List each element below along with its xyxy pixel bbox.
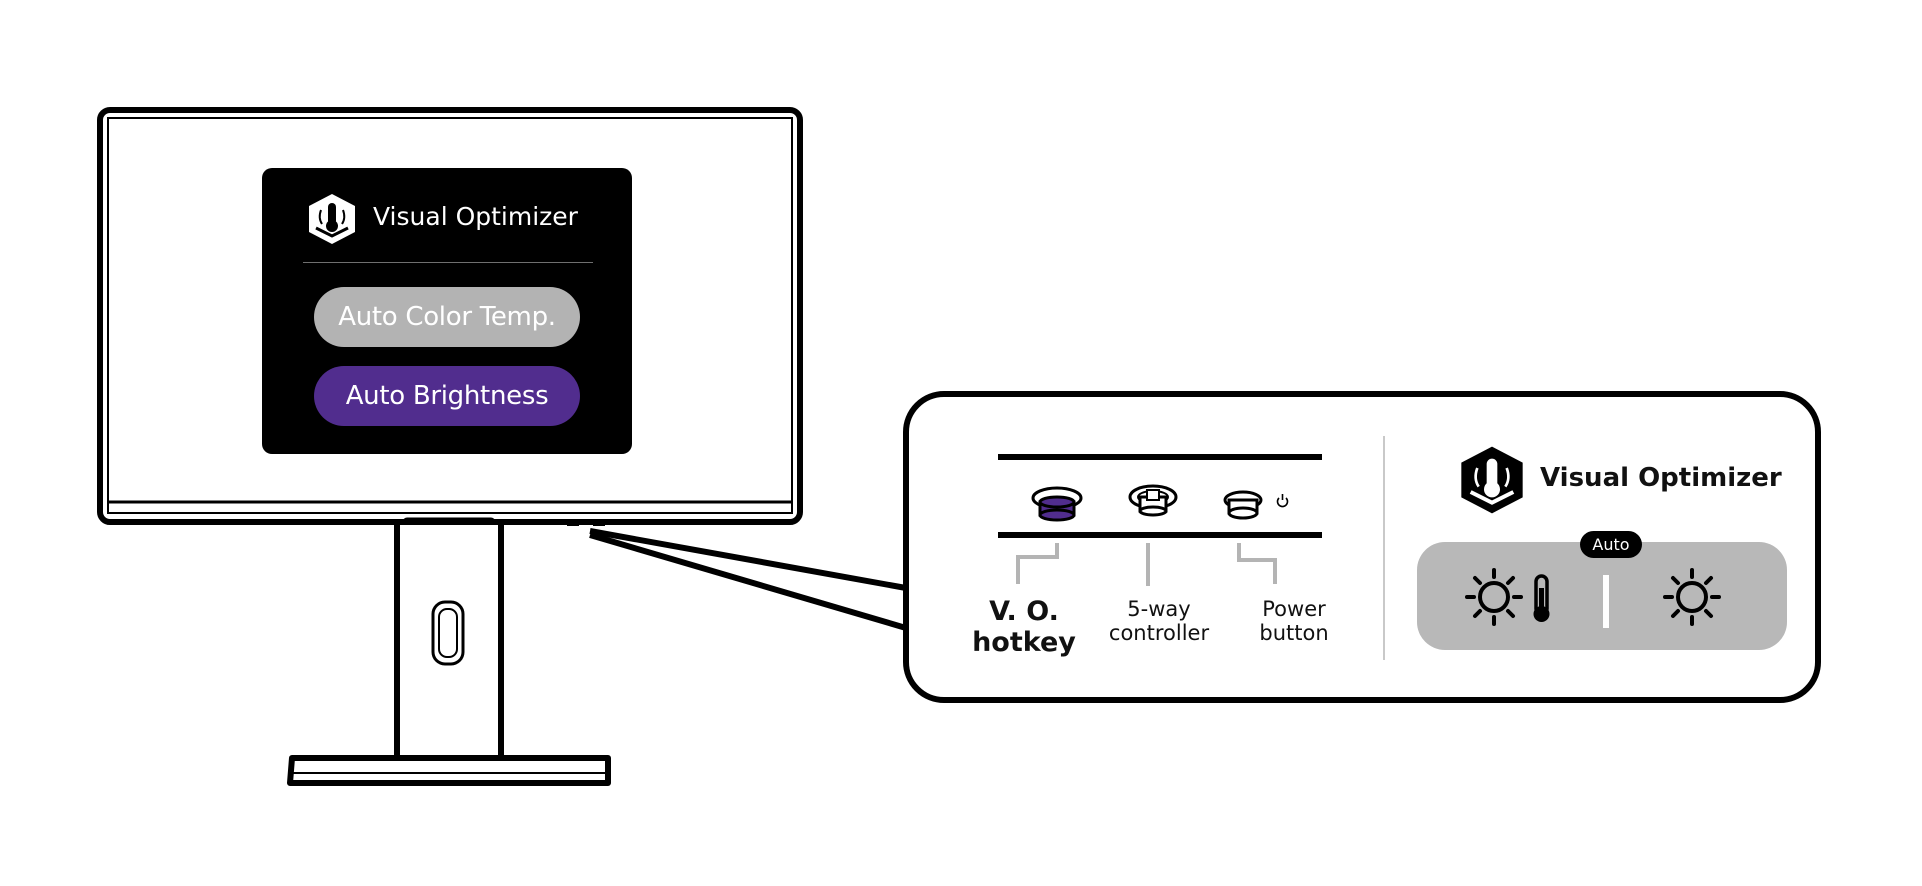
auto-mode-panel [1417, 542, 1787, 650]
visual-optimizer-logo-icon [309, 194, 355, 244]
vo-leader-line [1016, 543, 1059, 584]
auto-badge: Auto [1580, 531, 1642, 558]
controller-label-line1: 5-way [1127, 597, 1191, 621]
vo-hotkey-label-line2: hotkey [972, 627, 1076, 659]
stand-base [287, 755, 611, 786]
power-label-line2: button [1259, 621, 1329, 646]
callout-pointer-top [589, 528, 907, 591]
bezel-button-2 [593, 520, 605, 526]
vo-hotkey-label: V. O. hotkey [972, 596, 1076, 658]
five-way-controller-label: 5-way controller [1104, 597, 1214, 645]
five-way-controller-icon [1128, 484, 1178, 517]
auto-brightness-button[interactable]: Auto Brightness [314, 366, 580, 426]
sun-icon [1663, 568, 1721, 626]
monitor-screen-edge [107, 117, 793, 514]
sun-icon [1465, 568, 1523, 626]
power-button-label: Power button [1252, 597, 1336, 645]
controller-label-line2: controller [1108, 621, 1210, 646]
osd-divider [303, 262, 593, 263]
cable-hole [431, 600, 465, 666]
power-label-line1: Power [1262, 597, 1326, 621]
power-leader-line [1237, 543, 1277, 584]
osd-title: Visual Optimizer [373, 202, 578, 231]
osd-menu: Visual Optimizer Auto Color Temp. Auto B… [262, 168, 632, 454]
bezel-button-1 [567, 520, 579, 526]
auto-color-temp-button[interactable]: Auto Color Temp. [314, 287, 580, 347]
vo-hotkey-icon [1031, 486, 1083, 522]
vo-hotkey-label-line1: V. O. [989, 596, 1059, 627]
visual-optimizer-title: Visual Optimizer [1540, 463, 1782, 493]
visual-optimizer-logo-icon [1461, 446, 1523, 514]
callout-pointer-bottom [589, 532, 907, 631]
thermometer-icon [1533, 574, 1550, 622]
power-button-icon [1223, 490, 1289, 520]
